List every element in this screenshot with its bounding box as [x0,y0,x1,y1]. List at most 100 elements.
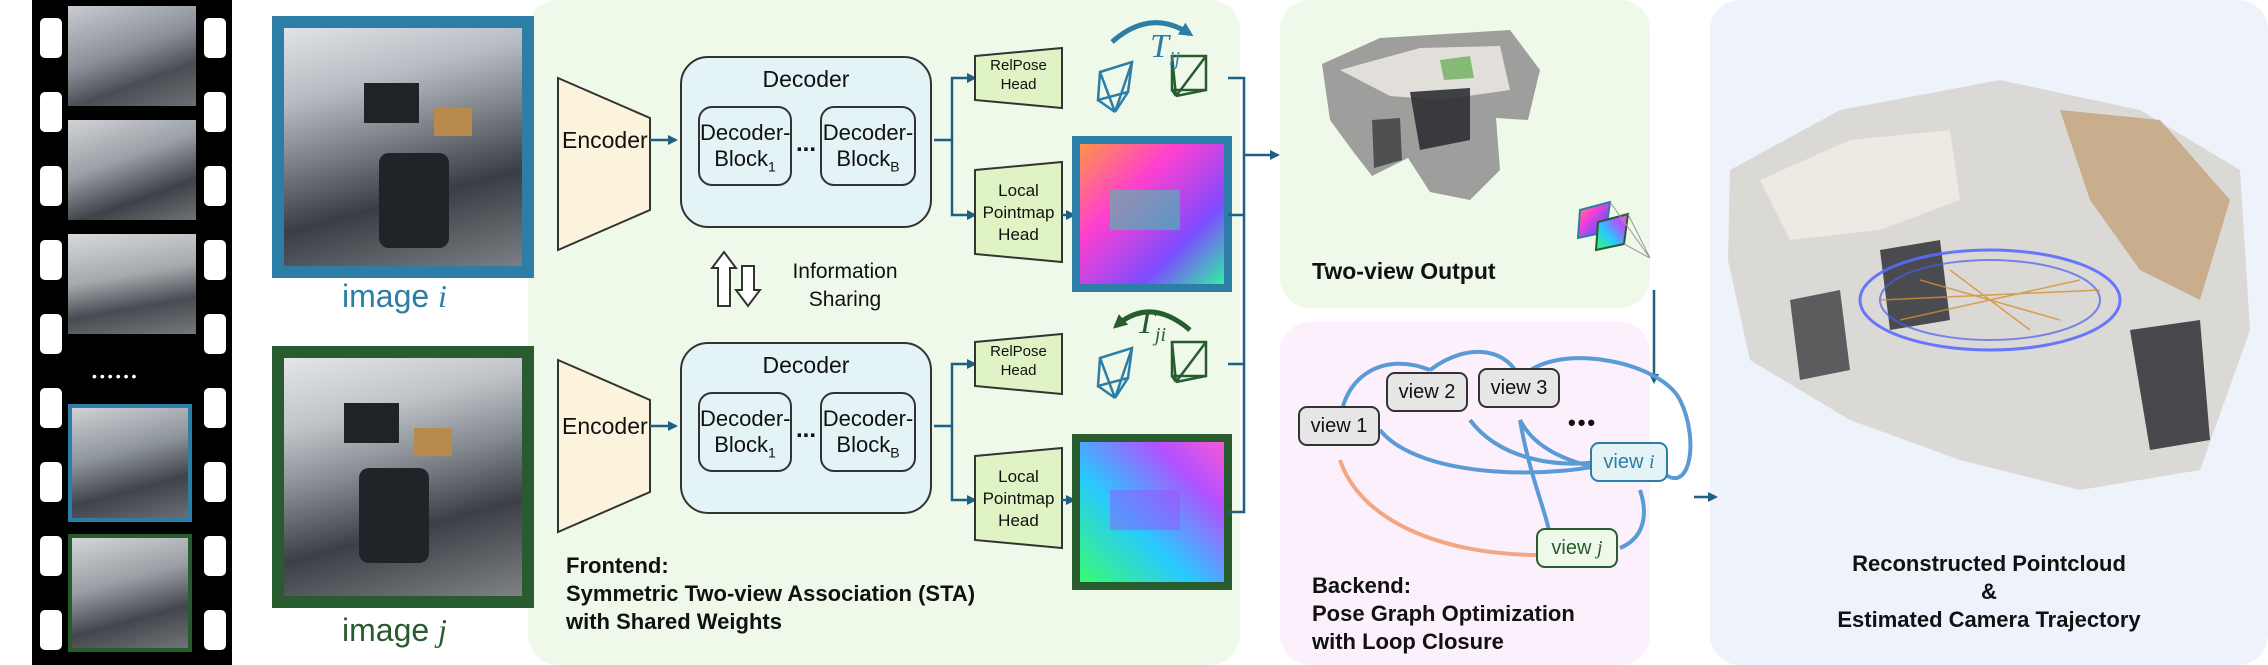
recon-caption-l3: Estimated Camera Trajectory [1837,607,2141,632]
image-j-caption: image j [342,612,447,649]
pointmap-head-top-label: Local Pointmap Head [975,180,1062,246]
decoder-top-title: Decoder [762,66,850,92]
pointmap-head-bottom-label: Local Pointmap Head [975,466,1062,532]
chair [379,153,449,248]
rotation-arrow-ij [1110,20,1194,44]
two-view-cameras-icon [1576,200,1651,259]
blockB-bottom-l2: Block [836,432,891,457]
local-bottom-l1: Local [998,467,1039,486]
blockB-top-l2: Block [836,146,891,171]
node-view-j-var: j [1597,537,1603,559]
image-j-caption-text: image [342,612,439,648]
encoder-bottom-label: Encoder [562,413,648,439]
chair [359,468,429,563]
blockB-top-sub: B [890,158,900,175]
block1-bottom-sub: 1 [768,444,776,461]
decoder-top: Decoder Decoder- Block1 ... Decoder- Blo… [680,56,932,228]
node-view-j: view j [1536,528,1618,568]
local-top-l3: Head [998,225,1039,244]
T-ij-label: Tij [1150,28,1180,71]
T-ij-main: T [1150,28,1169,65]
image-j-caption-var: j [438,612,447,648]
backend-caption-l1: Backend: [1312,573,1412,598]
filmstrip: •••••• [32,0,232,665]
local-top-l2: Pointmap [982,203,1055,222]
T-ij-sub: ij [1168,47,1181,70]
decoder-block-1-bottom: Decoder- Block1 [698,392,792,472]
film-frame [68,120,196,220]
node-view-i-var: i [1649,451,1655,473]
node-dots: ••• [1568,410,1598,435]
node-view-j-text: view [1551,537,1597,559]
info-sharing-l1: Information [792,260,898,283]
decoder-block-1-top: Decoder- Block1 [698,106,792,186]
encoder-top-label: Encoder [562,127,648,153]
decoder-bottom-title: Decoder [762,352,850,378]
recon-caption-l1: Reconstructed Pointcloud [1852,551,2126,576]
block1-bottom-l2: Block [714,432,768,457]
block1-top-sub: 1 [768,158,776,175]
node-view-i-text: view [1603,451,1649,473]
backend-caption-l3: with Loop Closure [1312,629,1504,654]
decoder-bottom: Decoder Decoder- Block1 ... Decoder- Blo… [680,342,932,514]
frontend-caption-l2: Symmetric Two-view Association (STA) [566,581,976,606]
frontend-caption-l1: Frontend: [566,553,669,578]
relpose-bottom-l2: Head [1000,362,1037,379]
relpose-top-l1: RelPose [990,57,1047,74]
image-i-caption: image i [342,278,447,315]
node-view-i: view i [1590,442,1668,482]
relpose-head-top-label: RelPose Head [975,56,1062,94]
camera-icon-j-top [1170,54,1208,98]
info-sharing-l2: Sharing [808,288,882,311]
pointmap-head-bottom-shape [974,446,1063,550]
frontend-caption-l3: with Shared Weights [566,609,782,634]
box [414,428,452,456]
image-i-caption-var: i [438,278,447,314]
film-frame-i [68,404,192,522]
local-top-l1: Local [998,181,1039,200]
node-view-3: view 3 [1478,368,1560,408]
film-dots: •••••• [92,368,140,384]
image-i [272,16,534,278]
decoder-top-ellipsis: ... [796,130,817,157]
box [434,108,472,136]
decoder-block-B-bottom: Decoder- BlockB [820,392,916,472]
recon-caption-l2: & [1981,579,1997,604]
encoder-bottom-shape [557,358,651,534]
local-bottom-l3: Head [998,511,1039,530]
node-view-2: view 2 [1386,372,1468,412]
camera-icon-i [1096,60,1134,114]
image-i-caption-text: image [342,278,439,314]
T-ji-label: Tji [1136,304,1166,347]
relpose-head-bottom-shape [974,332,1063,396]
T-ji-main: T [1136,304,1155,341]
two-view-output-title: Two-view Output [1312,258,1496,284]
film-frame [68,234,196,334]
node-view-2-label: view 2 [1398,381,1456,403]
rotation-arrow-ji [1112,309,1192,332]
relpose-head-top-shape [974,46,1063,110]
blockB-bottom-l1: Decoder- [822,406,914,431]
camera-icon-i-bottom [1096,346,1134,400]
frontend-caption: Frontend: Symmetric Two-view Association… [566,552,975,636]
encoder-top-shape [557,76,651,252]
node-view-1-label: view 1 [1310,415,1368,437]
film-frame-j [68,534,192,652]
info-sharing-arrows [710,250,762,308]
pointmap-head-top-shape [974,160,1063,264]
two-view-pointcloud [1322,30,1540,200]
T-ji-sub: ji [1154,323,1167,346]
block1-bottom-l1: Decoder- [700,406,791,431]
monitor [364,83,419,123]
film-frame [68,6,196,106]
reconstruction-caption: Reconstructed Pointcloud & Estimated Cam… [1710,550,2268,634]
relpose-head-bottom-label: RelPose Head [975,342,1062,380]
image-j [272,346,534,608]
decoder-block-B-top: Decoder- BlockB [820,106,916,186]
block1-top-l2: Block [714,146,768,171]
backend-caption-l2: Pose Graph Optimization [1312,601,1575,626]
decoder-bottom-ellipsis: ... [796,416,817,443]
local-bottom-l2: Pointmap [982,489,1055,508]
node-view-3-label: view 3 [1490,377,1548,399]
